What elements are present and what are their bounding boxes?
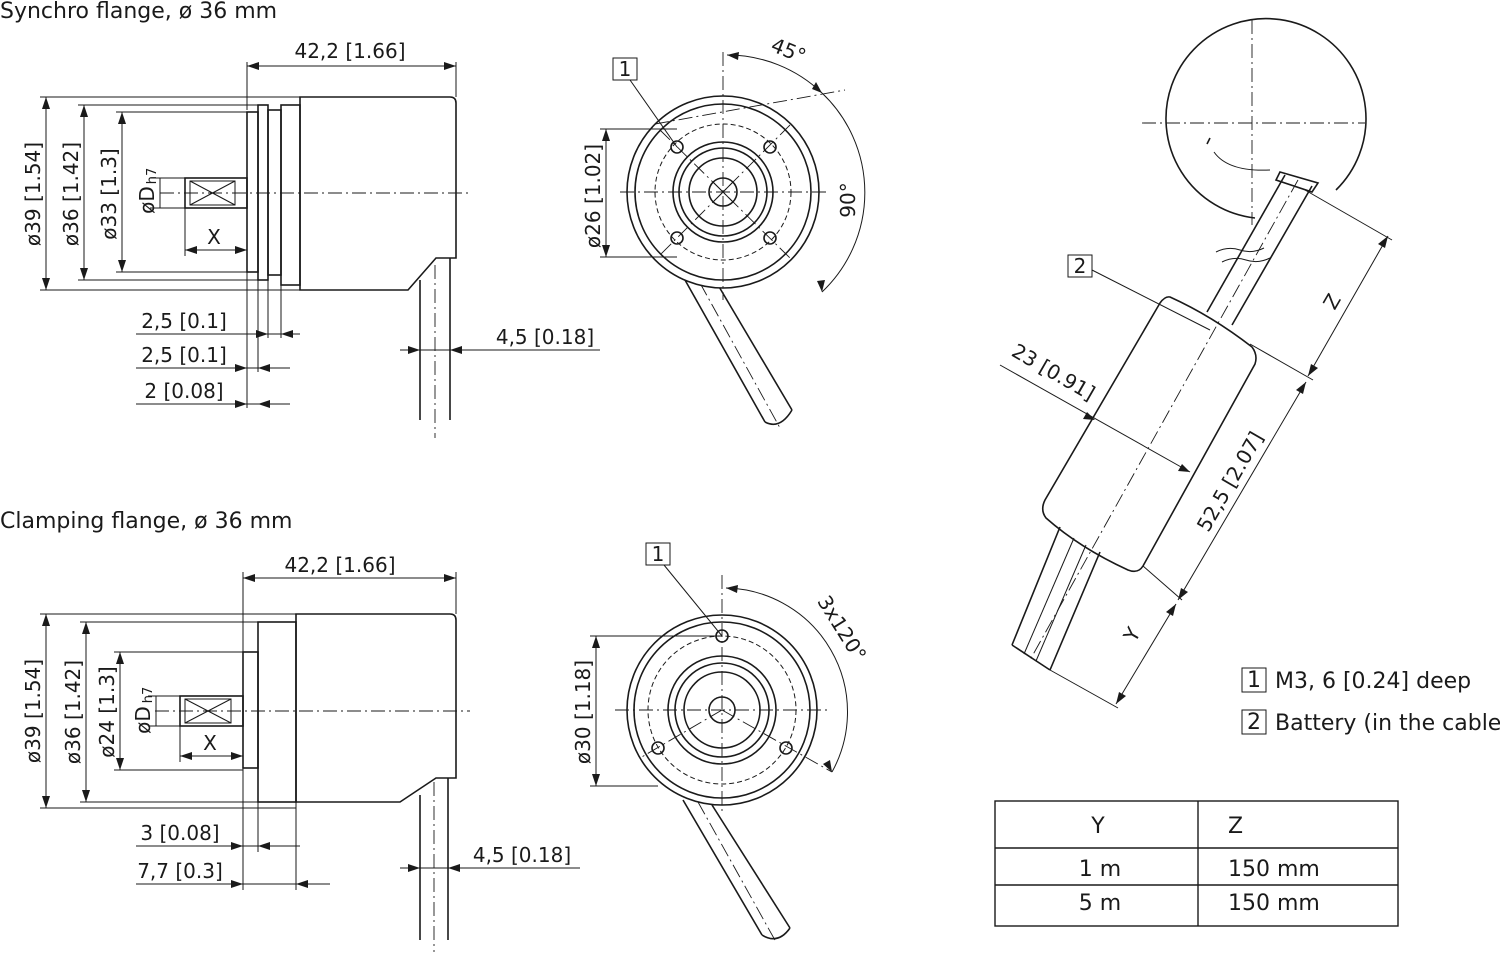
synchro-d36-label: ø36 [1.42] <box>59 142 83 246</box>
clamping-front-view <box>615 575 833 943</box>
synchro-front-dimensions: 1 45° 90° ø26 [1.02] <box>581 33 866 293</box>
clamping-d39-label: ø39 [1.54] <box>21 659 45 763</box>
table-cell: 150 mm <box>1228 857 1320 882</box>
synchro-tag-1: 1 <box>619 57 632 81</box>
table-row: 5 m 150 mm <box>1079 891 1320 916</box>
battery-z-label: Z <box>1318 290 1346 314</box>
clamping-d30-label: ø30 [1.18] <box>571 660 595 764</box>
battery-view <box>1011 17 1367 671</box>
battery-tag-2: 2 <box>1074 254 1087 278</box>
legend-num: 1 <box>1247 668 1261 693</box>
legend-item: 1 M3, 6 [0.24] deep <box>1241 667 1471 694</box>
synchro-length-label: 42,2 [1.66] <box>294 39 405 63</box>
synchro-d33-label: ø33 [1.3] <box>97 148 121 239</box>
legend-text: Battery (in the cable) <box>1275 711 1500 736</box>
dimension-table: Y Z 1 m 150 mm 5 m 150 mm <box>994 800 1399 927</box>
synchro-shaft-label: øD <box>135 186 159 214</box>
synchro-side-dimensions: 42,2 [1.66] ø39 [1.54] ø36 [1.42] ø33 [1… <box>21 39 600 408</box>
clamping-length-label: 42,2 [1.66] <box>284 553 395 577</box>
synchro-d39-label: ø39 [1.54] <box>21 142 45 246</box>
table-cell: 150 mm <box>1228 891 1320 916</box>
clamping-step2-label: 7,7 [0.3] <box>137 859 223 883</box>
synchro-title: Synchro flange, ø 36 mm <box>0 0 277 24</box>
table-cell: 1 m <box>1079 857 1121 882</box>
synchro-angle-90: 90° <box>836 182 860 217</box>
legend-num: 2 <box>1247 710 1261 735</box>
synchro-front-view <box>620 52 846 429</box>
synchro-d26-label: ø26 [1.02] <box>581 144 605 248</box>
table-cell: 5 m <box>1079 891 1121 916</box>
synchro-step3-label: 2 [0.08] <box>144 379 223 403</box>
table-row: 1 m 150 mm <box>1079 857 1320 882</box>
clamping-shaft-tolerance: h7 <box>141 687 156 704</box>
clamping-d36-label: ø36 [1.42] <box>61 660 85 764</box>
clamping-shaft-label: øD <box>131 706 155 734</box>
battery-y-label: Y <box>1118 623 1146 647</box>
clamping-x-label: X <box>203 731 217 755</box>
synchro-step2-label: 2,5 [0.1] <box>141 343 227 367</box>
clamping-side-view <box>155 613 470 952</box>
synchro-x-label: X <box>207 225 221 249</box>
synchro-step1-label: 2,5 [0.1] <box>141 309 227 333</box>
clamping-cable-label: 4,5 [0.18] <box>473 843 571 867</box>
clamping-side-dimensions: 42,2 [1.66] ø39 [1.54] ø36 [1.42] ø24 [1… <box>21 553 580 890</box>
clamping-tag-1: 1 <box>652 542 665 566</box>
table-header-z: Z <box>1228 814 1243 839</box>
legend-item: 2 Battery (in the cable) <box>1241 709 1500 736</box>
legend: 1 M3, 6 [0.24] deep 2 Battery (in the ca… <box>1241 667 1500 736</box>
table-header-y: Y <box>1090 814 1105 839</box>
legend-text: M3, 6 [0.24] deep <box>1275 669 1471 694</box>
synchro-shaft-tolerance: h7 <box>145 168 160 185</box>
clamping-title: Clamping flange, ø 36 mm <box>0 509 292 534</box>
clamping-angle-label: 3x120° <box>812 591 871 665</box>
clamping-step1-label: 3 [0.08] <box>140 821 219 845</box>
clamping-d24-label: ø24 [1.3] <box>95 666 119 757</box>
synchro-cable-label: 4,5 [0.18] <box>496 325 594 349</box>
